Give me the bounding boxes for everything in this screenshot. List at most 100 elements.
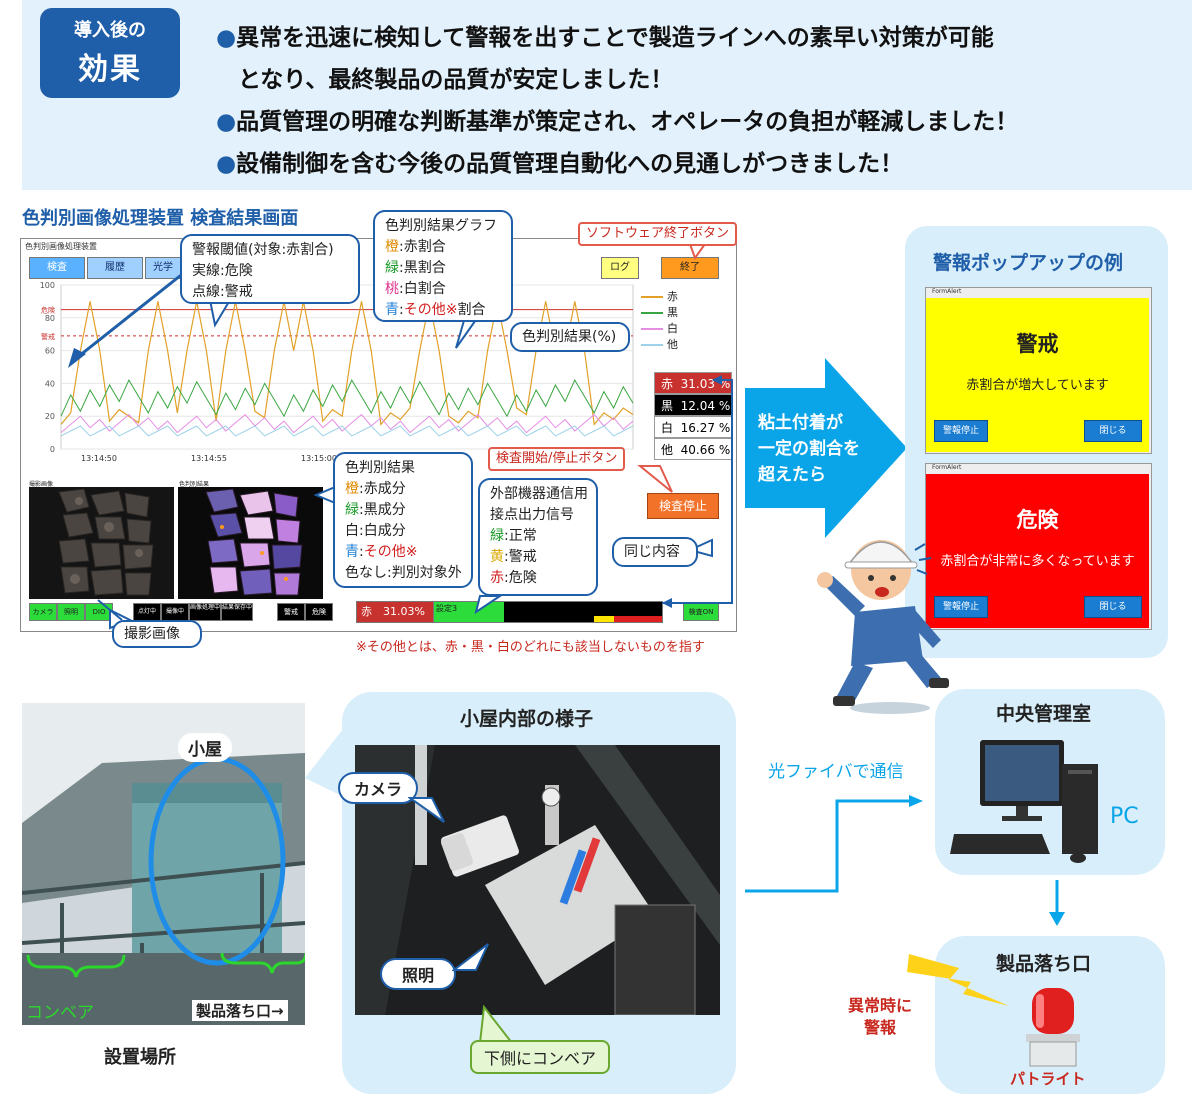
effect-item-2: ●品質管理の明確な判断基準が策定され、オペレータの負担が軽減しました！ [216, 109, 1019, 135]
chart-y-tick: 40 [45, 379, 55, 388]
below-label-pointer [478, 1005, 515, 1044]
badge-line2: 効果 [78, 52, 142, 87]
installation-site-photo [22, 703, 305, 1025]
popup-danger-stop-button[interactable]: 警報停止 [934, 596, 988, 618]
legend-black: 黒 [641, 305, 678, 321]
popup-danger-title: 危険 [1016, 508, 1059, 532]
effect-item-1-cont: となり、最終製品の品質が安定しました！ [238, 67, 674, 93]
captured-image [29, 487, 174, 599]
chart-y-tick: 60 [45, 347, 55, 356]
status-warn: 警戒 [277, 603, 305, 621]
status-setting: 設定3 [436, 604, 458, 613]
popup-danger: FormAlert 危険 赤割合が非常に多くなっています 警報停止 閉じる [925, 463, 1152, 630]
callout-external-signal: 外部機器通信用 接点出力信号 緑:正常 黄:警戒 赤:危険 [478, 478, 598, 596]
status-red-ratio: 赤 31.03% [356, 601, 434, 623]
series-white-line [60, 413, 634, 434]
status-light: 照明 [57, 603, 85, 621]
chart-x-tick: 13:14:50 [81, 454, 117, 463]
alarm-on-error-label: 異常時に 警報 [848, 996, 913, 1037]
legend-black-swatch [641, 312, 663, 314]
status-capturing: 撮像中 [161, 603, 189, 621]
legend-red-swatch [641, 296, 663, 298]
status-danger: 危険 [305, 603, 333, 621]
chart-warn-mark: 警戒 [41, 332, 55, 341]
conveyor-below-label: 下側にコンベア [470, 1040, 611, 1074]
end-button[interactable]: 終了 [661, 257, 719, 279]
tab-inspect[interactable]: 検査 [29, 257, 85, 279]
callout-result-pct: 色判別結果(%) [510, 322, 630, 352]
pc-illustration [950, 740, 1098, 863]
image-label-left: 撮影画像 [29, 481, 54, 488]
light-label-pointer [452, 943, 489, 971]
legend-other: 他 [641, 337, 678, 353]
series-black-line [60, 379, 634, 418]
popup-warn-form-title: FormAlert [932, 288, 962, 295]
other-footnote: ※その他とは、赤・黒・白のどれにも該当しないものを指す [356, 640, 705, 655]
callout-graph: 色判別結果グラフ 橙:赤割合 緑:黒割合 桃:白割合 青:その他※割合 [373, 210, 513, 322]
popup-warn-title: 警戒 [1016, 332, 1059, 356]
effect-badge: 導入後の 効果 [40, 8, 180, 98]
lightning-icon [907, 954, 1009, 1006]
label-software-end: ソフトウェア終了ボタン [578, 222, 738, 246]
legend-white: 白 [641, 321, 678, 337]
log-button[interactable]: ログ [601, 257, 639, 279]
running-worker-illustration [817, 540, 949, 714]
popup-section-title: 警報ポップアップの例 [933, 252, 1124, 274]
result-other: 他 40.66 % [654, 438, 732, 460]
result-black: 黒 12.04 % [654, 394, 732, 416]
conveyor-label: コンベア [26, 1003, 94, 1023]
series-other-line [60, 425, 634, 437]
status-inspection-on: 検査ON [683, 603, 719, 621]
condition-arrow [745, 358, 907, 538]
screen-section-title: 色判別画像処理装置 検査結果画面 [22, 208, 299, 229]
image-label-right: 色判別結果 [179, 481, 210, 488]
outlet-label: 製品落ち口→ [192, 1000, 288, 1021]
ratio-bar-warn [594, 616, 614, 622]
installation-site-caption: 設置場所 [104, 1047, 176, 1068]
status-lighting-on: 点灯中 [133, 603, 161, 621]
callout-same-content: 同じ内容 [612, 537, 698, 567]
result-red: 赤 31.03 % [654, 372, 732, 394]
popup-warn-close-button[interactable]: 閉じる [1084, 420, 1142, 442]
chart-x-tick: 13:15:00 [301, 454, 337, 463]
chart-x-tick: 13:14:55 [191, 454, 227, 463]
pc-label: PC [1110, 804, 1139, 829]
ratio-bar-danger [614, 616, 662, 622]
fiber-connection-arrow [745, 795, 923, 893]
hut-label: 小屋 [178, 733, 232, 762]
light-label: 照明 [380, 958, 457, 990]
down-arrow [1049, 880, 1065, 926]
patlite-lamp-illustration [1026, 988, 1080, 1067]
fiber-label: 光ファイバで通信 [768, 762, 904, 782]
camera-label-pointer [408, 797, 445, 823]
callout-threshold: 警報閾値(対象:赤割合) 実線:危険 点線:警戒 [180, 234, 360, 304]
inspection-stop-button[interactable]: 検査停止 [647, 493, 719, 519]
popup-warn-body: 警戒 赤割合が増大しています 警報停止 閉じる [926, 298, 1149, 452]
label-start-stop: 検査開始/停止ボタン [488, 447, 626, 471]
popup-danger-form-title: FormAlert [932, 464, 962, 471]
chart-legend: 赤 黒 白 他 [641, 289, 678, 353]
window-title: 色判別画像処理装置 [25, 242, 97, 251]
camera-label: カメラ [338, 772, 419, 804]
popup-danger-close-button[interactable]: 閉じる [1084, 596, 1142, 618]
popup-danger-message: 赤割合が非常に多くなっています [940, 554, 1135, 569]
tab-optics[interactable]: 光学 [145, 257, 181, 279]
patlite-label: パトライト [1010, 1070, 1086, 1088]
status-camera: カメラ [29, 603, 57, 621]
popup-warn-message: 赤割合が増大しています [966, 378, 1109, 393]
inside-hut-title: 小屋内部の様子 [460, 708, 594, 730]
outlet-title: 製品落ち口 [996, 953, 1092, 975]
popup-warn-stop-button[interactable]: 警報停止 [934, 420, 988, 442]
result-white: 白 16.27 % [654, 416, 732, 438]
badge-line1: 導入後の [74, 20, 146, 41]
tab-history[interactable]: 履歴 [87, 257, 143, 279]
chart-danger-mark: 危険 [41, 306, 55, 315]
popup-warn: FormAlert 警戒 赤割合が増大しています 警報停止 閉じる [925, 287, 1152, 454]
chart-y-tick: 20 [45, 412, 55, 421]
condition-text: 粘土付着が 一定の割合を 超えたら [758, 413, 860, 485]
legend-other-swatch [641, 344, 663, 346]
chart-y-tick: 0 [50, 445, 55, 454]
color-result-image [178, 487, 323, 599]
callout-captured-image: 撮影画像 [112, 620, 202, 648]
